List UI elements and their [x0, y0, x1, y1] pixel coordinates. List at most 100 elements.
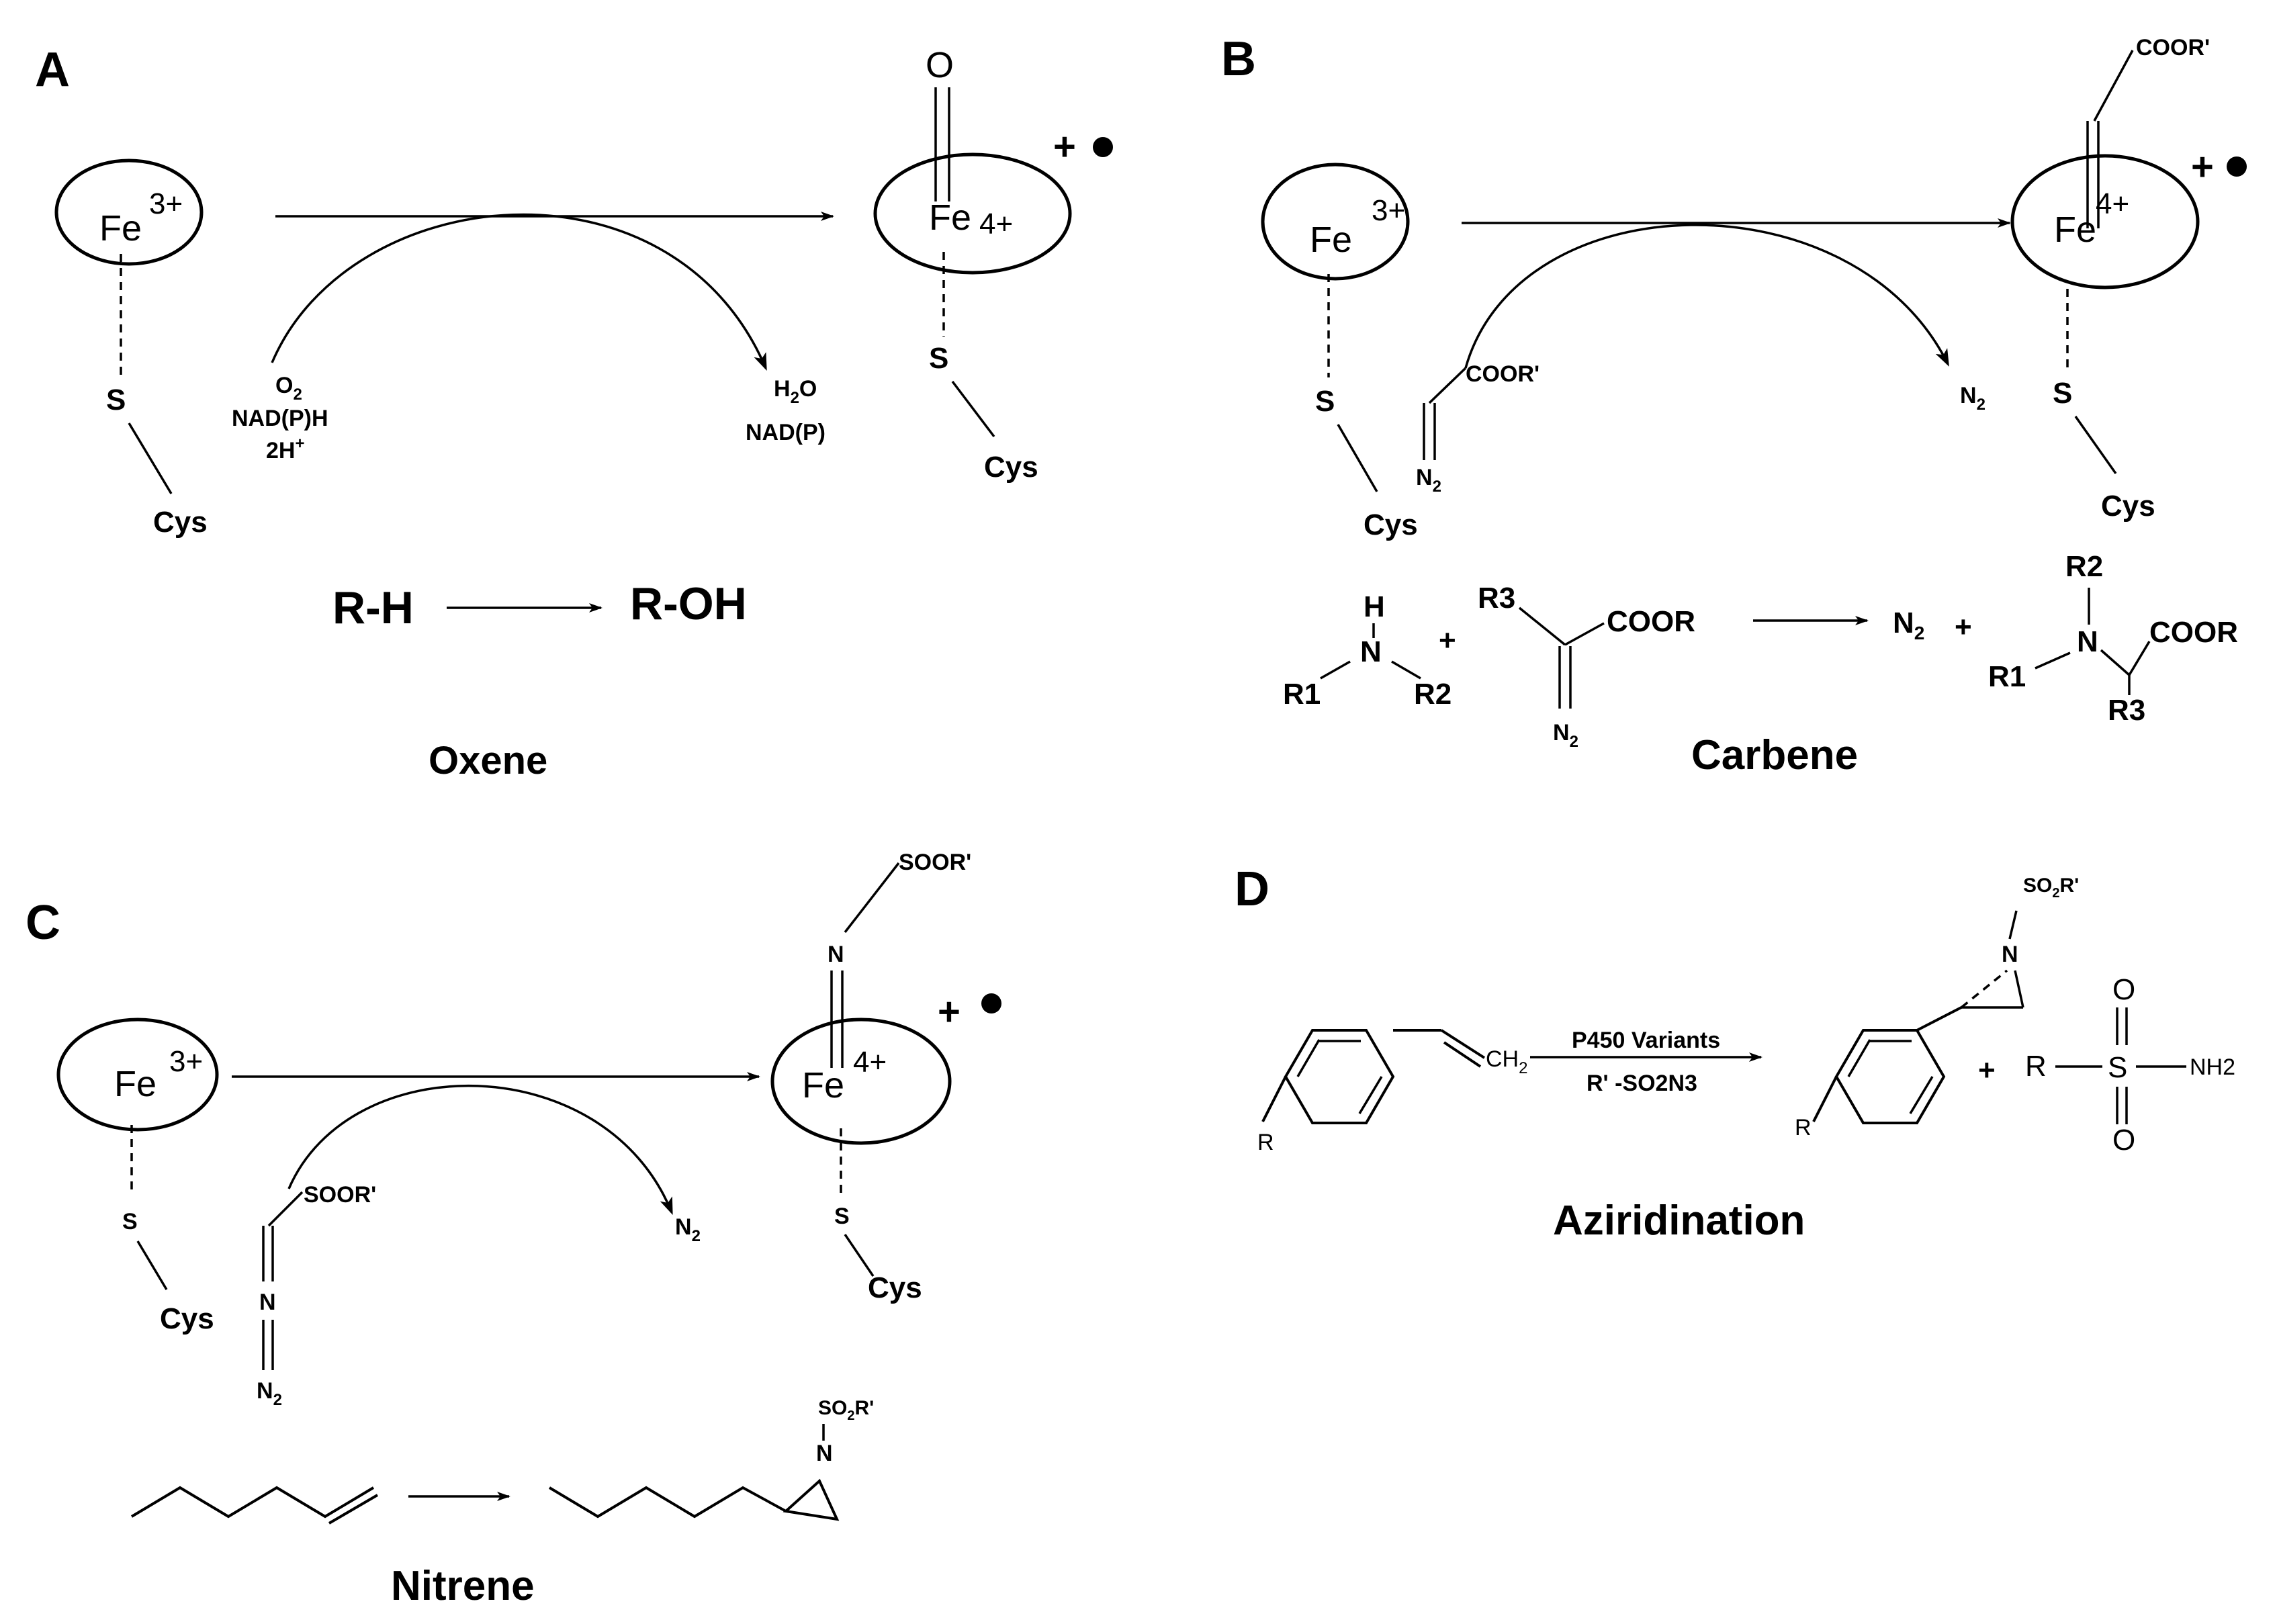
fe-end-charge: 4+ [853, 1046, 887, 1079]
styrene-vinyl-double-1 [1440, 1029, 1486, 1059]
cys-label: Cys [160, 1302, 214, 1335]
product-r2: R2 [2065, 550, 2103, 583]
product-r3: R3 [2108, 694, 2145, 727]
sulfonamide-s: S [2108, 1051, 2127, 1084]
sulfur-label-end: S [834, 1204, 850, 1229]
reagent-nadph: NAD(P)H [232, 406, 328, 431]
carbene-c-bond [2093, 50, 2134, 122]
diazo-c-bond [1428, 367, 1467, 404]
reagent-label: R' -SO2N3 [1587, 1071, 1697, 1096]
curved-arrow [287, 1085, 673, 1216]
product-c-ester-bond [2128, 641, 2151, 676]
byproduct-n2: N2 [1960, 383, 1985, 414]
panel-c-label: C [26, 896, 60, 950]
cys-label-end: Cys [984, 451, 1038, 484]
amine-r2-bond [1391, 660, 1421, 680]
substrate-rh: R-H [332, 582, 414, 633]
sulfur-label: S [1315, 385, 1335, 418]
fe-end-label: Fe [802, 1065, 844, 1106]
s-cys-bond-end [844, 1234, 875, 1277]
catalyst-label: P450 Variants [1572, 1028, 1720, 1053]
diazo-group: COOR' [1466, 361, 1539, 387]
panel-b: B Fe 3+ S Cys COOR' N2 N2 COOR' Fe 4+ + … [1221, 32, 2247, 778]
fe-end-label: Fe [929, 197, 971, 238]
product-h2o: H2O [774, 376, 817, 407]
radical-dot [981, 993, 1001, 1013]
s-cys-bond [1337, 424, 1378, 492]
hexene-double-bond [328, 1494, 379, 1525]
product-ring-double-3 [1847, 1039, 1871, 1077]
aziridine-n: N [2002, 942, 2018, 967]
product-nc-bond [2100, 649, 2131, 676]
aziridine-ring-hash [1960, 969, 2008, 1009]
fe-start-label: Fe [1310, 220, 1352, 260]
cys-label: Cys [1364, 508, 1418, 541]
fe-end-label: Fe [2054, 210, 2096, 250]
azide-n2: N2 [257, 1378, 282, 1409]
styrene-ring [1284, 1029, 1395, 1124]
heme-oval-start [1261, 163, 1410, 281]
amine-r1: R1 [1283, 678, 1321, 711]
aziridine-substituent: SO2R' [818, 1397, 874, 1423]
oxo-label: O [926, 45, 954, 85]
s-cys-bond-end [2074, 415, 2117, 475]
ester-r3-bond [1518, 606, 1566, 646]
aziridine-ring-side [2014, 970, 2024, 1008]
product-aziridine-bond [1916, 1006, 1962, 1032]
caption-nitrene: Nitrene [391, 1563, 535, 1609]
sulfonamide-o-bottom: O [2112, 1124, 2135, 1157]
fe-start-label: Fe [114, 1064, 157, 1104]
sulfur-label-end: S [929, 342, 948, 375]
sulfonamide-r: R [2025, 1050, 2047, 1083]
reagent-2h: 2H+ [266, 435, 304, 463]
aziridine-ring [783, 1478, 840, 1521]
azide-s-bond [267, 1191, 304, 1227]
caption-carbene: Carbene [1691, 732, 1858, 778]
product-roh: R-OH [630, 578, 747, 629]
product-n: N [2077, 625, 2098, 658]
panel-c: C Fe 3+ S Cys SOOR' N N2 N2 SOOR' N Fe 4… [26, 850, 1001, 1609]
nitrene-n: N [828, 942, 844, 967]
ester-r3: R3 [1478, 582, 1515, 615]
amine-r1-bond [1320, 660, 1351, 680]
styrene-r-bond [1261, 1076, 1287, 1122]
amine-r2: R2 [1414, 678, 1452, 711]
cys-label-end: Cys [868, 1271, 922, 1304]
sulfur-label: S [106, 384, 126, 416]
aziridine-substituent: SO2R' [2023, 874, 2079, 901]
cys-label: Cys [153, 506, 208, 539]
product-r1-bond [2035, 651, 2071, 670]
caption-oxene: Oxene [429, 739, 547, 782]
curved-arrow [271, 213, 767, 371]
product-r-bond [1812, 1076, 1838, 1122]
carbene-group: COOR' [2136, 35, 2210, 60]
fe-end-charge: 4+ [2096, 187, 2129, 220]
azide-n: N [259, 1290, 276, 1315]
product-r1: R1 [1988, 660, 2026, 693]
s-cys-bond [128, 422, 173, 494]
panel-b-label: B [1221, 32, 1256, 86]
ester-group-bond [1564, 622, 1605, 646]
aziridine-n: N [816, 1441, 833, 1466]
amine-n: N [1360, 635, 1382, 668]
styrene-r: R [1257, 1130, 1274, 1155]
amine-h: H [1364, 590, 1385, 623]
radical-dot [2227, 156, 2247, 177]
diazo-n2: N2 [1416, 465, 1441, 496]
fe-start-label: Fe [99, 208, 142, 249]
product-ring [1834, 1029, 1946, 1124]
ester-n2: N2 [1553, 720, 1578, 751]
sulfur-label-end: S [2053, 377, 2072, 410]
heme-oval-end [2010, 154, 2200, 289]
nitrene-group: SOOR' [899, 850, 971, 875]
fe-end-charge: 4+ [979, 208, 1013, 240]
azide-group: SOOR' [304, 1182, 376, 1208]
heme-oval-end [873, 152, 1072, 275]
product-nadp: NAD(P) [746, 420, 825, 445]
styrene-ring-double-3 [1296, 1039, 1321, 1077]
fe-start-charge: 3+ [1372, 194, 1405, 227]
cys-label-end: Cys [2101, 490, 2155, 523]
byproduct-n2: N2 [675, 1214, 701, 1245]
heme-oval-start [54, 159, 204, 266]
